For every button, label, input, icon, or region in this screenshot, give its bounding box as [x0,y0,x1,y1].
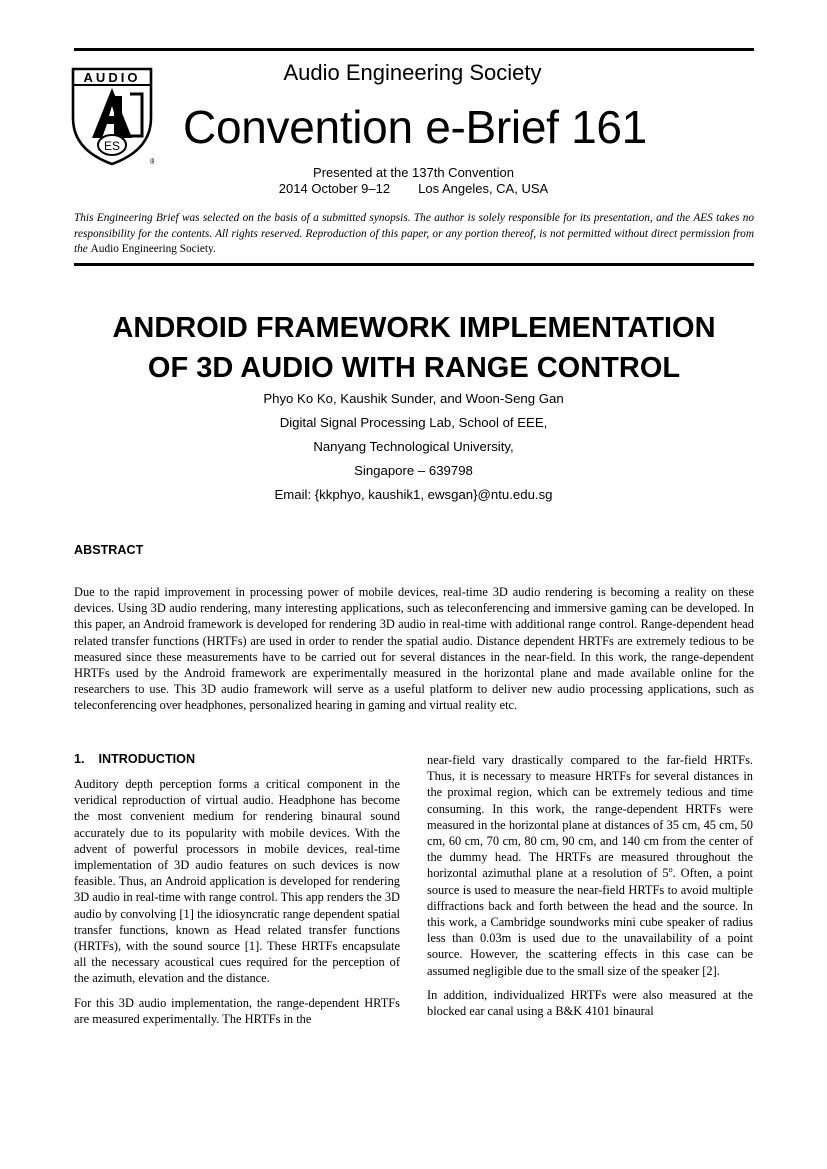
convention-date: 2014 October 9–12 [278,181,391,196]
intro-paragraph-1: Auditory depth perception forms a critic… [74,777,400,986]
intro-paragraph-4: In addition, individualized HRTFs were a… [427,987,753,1019]
paper-title: ANDROID FRAMEWORK IMPLEMENTATION OF 3D A… [74,308,754,388]
header-bottom-rule [74,263,754,266]
author-university: Nanyang Technological University, [313,439,514,454]
author-city: Singapore – 639798 [354,463,473,478]
society-name: Audio Engineering Society [283,60,542,85]
top-rule [74,48,754,51]
degree-superscript: o [668,865,673,875]
logo-top-text: AUDIO [84,70,141,85]
logo-registered-mark: ® [150,157,154,166]
disclaimer-society: Audio Engineering Society. [90,243,216,255]
abstract-text: Due to the rapid improvement in processi… [74,585,754,713]
intro-paragraph-2: For this 3D audio implementation, the ra… [74,995,400,1026]
intro-paragraph-3b: . Often, a point source is used to measu… [427,866,753,978]
author-lab: Digital Signal Processing Lab, School of… [279,415,548,430]
intro-paragraph-3: near-field vary drastically compared to … [427,752,753,979]
aes-logo-icon: AUDIO ES ® [71,67,154,166]
author-email: Email: {kkphyo, kaushik1, ewsgan}@ntu.ed… [274,487,553,502]
intro-paragraph-3a: near-field vary drastically compared to … [427,753,753,881]
title-line-1: ANDROID FRAMEWORK IMPLEMENTATION [112,312,716,344]
convention-location: Los Angeles, CA, USA [418,181,549,196]
disclaimer-text: This Engineering Brief was selected on t… [74,212,754,255]
logo-bottom-text: ES [104,139,120,153]
section-title: INTRODUCTION [98,752,196,766]
introduction-heading: 1. INTRODUCTION [74,752,195,766]
date-location-line: 2014 October 9–12 Los Angeles, CA, USA [200,181,627,197]
presented-line: Presented at the 137th Convention [313,165,514,180]
author-names: Phyo Ko Ko, Kaushik Sunder, and Woon-Sen… [263,391,564,406]
section-number: 1. [74,752,85,766]
title-line-2: OF 3D AUDIO WITH RANGE CONTROL [147,352,681,384]
abstract-heading: ABSTRACT [74,543,144,557]
convention-title: Convention e-Brief 161 [183,101,647,153]
right-column: near-field vary drastically compared to … [427,752,753,1027]
left-column: Auditory depth perception forms a critic… [74,776,400,1035]
disclaimer: This Engineering Brief was selected on t… [74,211,754,258]
